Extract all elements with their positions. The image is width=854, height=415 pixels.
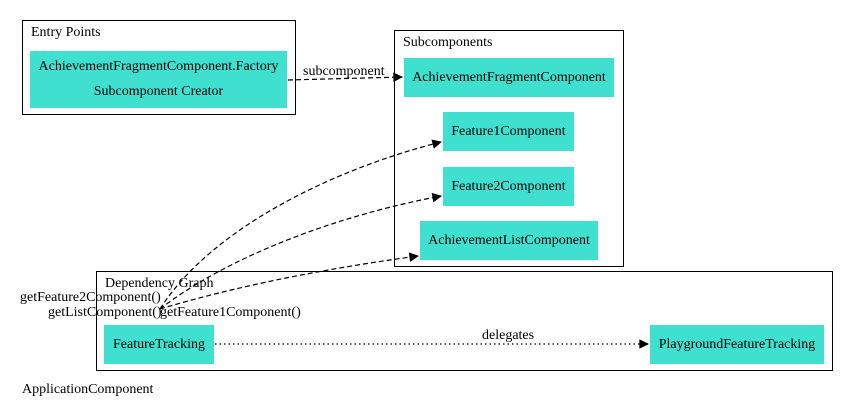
feature-tracking-label: FeatureTracking (112, 336, 206, 352)
factory-node-subtitle: Subcomponent Creator (93, 83, 224, 99)
feature2-component-node[interactable]: Feature2Component (443, 167, 574, 206)
get-list-edge-label: getListComponent() (48, 305, 162, 320)
get-list-edge (159, 252, 419, 310)
get-feature2-edge (159, 192, 442, 310)
subcomponent-edge (287, 72, 403, 83)
achievement-fragment-component-label: AchievementFragmentComponent (412, 69, 606, 85)
achievement-list-component-node[interactable]: AchievementListComponent (420, 221, 598, 260)
achievement-list-component-label: AchievementListComponent (428, 232, 590, 248)
feature-tracking-node[interactable]: FeatureTracking (104, 325, 214, 364)
entry-points-label: Entry Points (31, 25, 101, 40)
achievement-fragment-component-node[interactable]: AchievementFragmentComponent (404, 58, 614, 97)
subcomponents-label: Subcomponents (403, 35, 493, 50)
get-feature1-edge-label: getFeature1Component() (160, 305, 301, 320)
get-feature1-edge (159, 139, 442, 310)
playground-feature-tracking-node[interactable]: PlaygroundFeatureTracking (650, 325, 824, 364)
dependency-graph-label: Dependency Graph (105, 276, 214, 291)
delegates-edge-label: delegates (482, 328, 535, 343)
factory-node-title: AchievementFragmentComponent.Factory (38, 59, 279, 75)
graph-title: ApplicationComponent (22, 382, 154, 397)
feature1-component-label: Feature1Component (451, 123, 566, 139)
feature2-component-label: Feature2Component (451, 178, 566, 194)
factory-node[interactable]: AchievementFragmentComponent.Factory Sub… (30, 51, 287, 108)
get-feature2-edge-label: getFeature2Component() (20, 290, 161, 305)
subcomponent-edge-label: subcomponent (303, 64, 385, 79)
feature1-component-node[interactable]: Feature1Component (443, 112, 574, 151)
playground-feature-tracking-label: PlaygroundFeatureTracking (658, 336, 816, 352)
